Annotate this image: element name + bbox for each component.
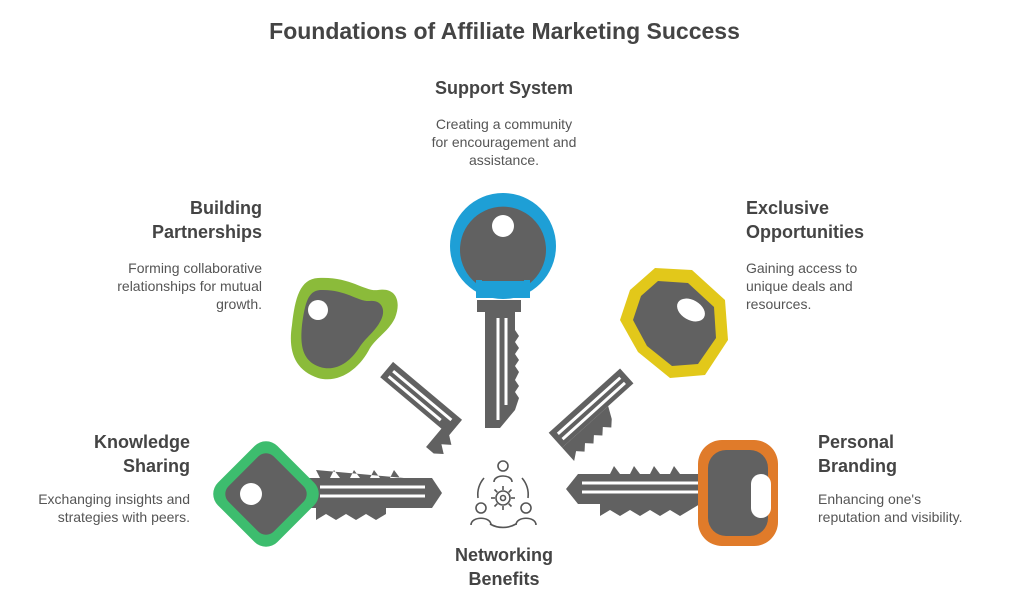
personal-branding-title-line: Branding [818, 456, 897, 476]
building-partnerships-key [290, 277, 462, 455]
building-partnerships-desc-line: growth. [216, 296, 262, 312]
personal-branding-description: Enhancing one's reputation and visibilit… [818, 490, 1003, 526]
building-partnerships-description: Forming collaborative relationships for … [62, 259, 262, 313]
exclusive-opportunities-desc-line: unique deals and [746, 278, 853, 294]
personal-branding-title-line: Personal [818, 432, 895, 452]
knowledge-sharing-key [213, 441, 442, 547]
support-system-desc-line: Creating a community [435, 116, 573, 132]
personal-branding-label: Personal Branding [818, 430, 988, 478]
personal-branding-desc-line: Enhancing one's [818, 491, 922, 507]
support-system-description: Creating a community for encouragement a… [404, 115, 604, 169]
networking-benefits-label: Networking Benefits [404, 543, 604, 591]
exclusive-opportunities-description: Gaining access to unique deals and resou… [746, 259, 946, 313]
exclusive-opportunities-title-line: Exclusive [746, 198, 830, 218]
networking-benefits-title-line: Networking [454, 545, 553, 565]
support-system-label: Support System [404, 76, 604, 100]
building-partnerships-title-line: Partnerships [151, 222, 262, 242]
diagram-title: Foundations of Affiliate Marketing Succe… [269, 18, 740, 44]
exclusive-opportunities-label: Exclusive Opportunities [746, 196, 946, 244]
building-partnerships-desc-line: relationships for mutual [117, 278, 262, 294]
support-system-desc-line: for encouragement and [431, 134, 577, 150]
knowledge-sharing-label: Knowledge Sharing [20, 430, 190, 478]
exclusive-opportunities-desc-line: Gaining access to [746, 260, 858, 276]
building-partnerships-label: Building Partnerships [82, 196, 262, 244]
knowledge-sharing-desc-line: strategies with peers. [57, 509, 190, 525]
personal-branding-key [566, 440, 778, 546]
exclusive-opportunities-key [548, 268, 728, 461]
support-system-key [450, 193, 556, 428]
networking-benefits-title-line: Benefits [468, 569, 540, 589]
building-partnerships-title-line: Building [190, 198, 262, 218]
exclusive-opportunities-title-line: Opportunities [746, 222, 864, 242]
network-people-gear-icon [470, 460, 537, 529]
exclusive-opportunities-desc-line: resources. [746, 296, 812, 312]
knowledge-sharing-description: Exchanging insights and strategies with … [10, 490, 190, 526]
building-partnerships-desc-line: Forming collaborative [128, 260, 262, 276]
knowledge-sharing-title-line: Sharing [122, 456, 190, 476]
support-system-desc-line: assistance. [468, 152, 540, 168]
knowledge-sharing-title-line: Knowledge [93, 432, 190, 452]
support-system-title: Support System [434, 78, 574, 98]
personal-branding-desc-line: reputation and visibility. [818, 509, 963, 525]
knowledge-sharing-desc-line: Exchanging insights and [38, 491, 190, 507]
